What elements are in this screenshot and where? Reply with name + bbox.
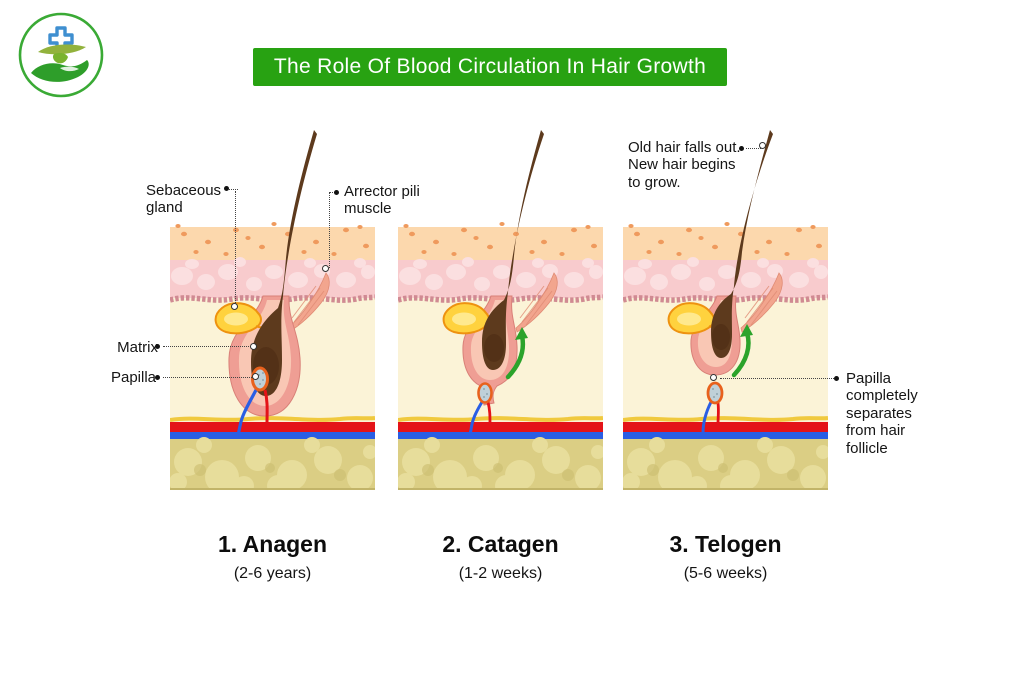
hair-shaft xyxy=(251,130,317,396)
matrix-label: Matrix xyxy=(117,339,158,356)
dot-matrix xyxy=(155,344,160,349)
target-arrector xyxy=(322,265,329,272)
leader-sebaceous xyxy=(235,191,236,305)
phase-duration: (2-6 years) xyxy=(233,565,312,582)
leader-sebaceous-stub xyxy=(229,189,238,190)
hair-shaft xyxy=(482,130,544,370)
phase-name: 1. Anagen xyxy=(217,531,328,557)
dot-sebaceous xyxy=(224,186,229,191)
artery-vessel xyxy=(486,401,492,425)
upward-arrow-head xyxy=(515,327,528,340)
vein-vessel xyxy=(236,387,259,437)
dot-old-hair xyxy=(739,146,744,151)
phase-duration: (5-6 weeks) xyxy=(683,565,768,582)
telogen-illustration xyxy=(623,130,828,490)
upward-arrow-head xyxy=(740,324,753,337)
arrector-pili-label: Arrector pili muscle xyxy=(344,183,420,218)
papilla-separates-label: Papilla completely separates from hair f… xyxy=(846,370,918,457)
upward-arrow xyxy=(505,333,526,380)
leader-papilla xyxy=(163,377,252,378)
catagen-illustration xyxy=(398,130,603,490)
phase-name: 3. Telogen xyxy=(669,531,782,557)
dot-papilla-separates xyxy=(834,376,839,381)
sebaceous-gland-label: Sebaceous gland xyxy=(146,182,222,217)
dot-papilla xyxy=(155,375,160,380)
leader-papilla-separates xyxy=(720,378,834,379)
papilla-label: Papilla xyxy=(110,369,156,386)
papilla-shape xyxy=(706,381,724,405)
target-old-hair xyxy=(759,142,766,149)
vein-vessel xyxy=(701,401,713,434)
phase-name: 2. Catagen xyxy=(442,531,559,557)
dot-arrector xyxy=(334,190,339,195)
leader-arrector xyxy=(329,192,330,268)
anagen-illustration xyxy=(170,130,375,490)
target-matrix xyxy=(250,343,257,350)
vein-vessel xyxy=(468,401,484,437)
target-papilla-separates xyxy=(710,374,717,381)
leader-old-hair xyxy=(746,148,761,149)
hair-shaft xyxy=(711,130,773,358)
old-hair-label: Old hair falls out. New hair begins to g… xyxy=(628,139,741,191)
target-papilla xyxy=(252,373,259,380)
phase-caption-anagen: 1. Anagen (2-6 years) xyxy=(170,531,375,583)
phase-caption-catagen: 2. Catagen (1-2 weeks) xyxy=(398,531,603,583)
title-banner: The Role Of Blood Circulation In Hair Gr… xyxy=(253,48,727,86)
brand-logo-icon xyxy=(18,12,104,98)
page-title: The Role Of Blood Circulation In Hair Gr… xyxy=(273,55,707,78)
artery-vessel xyxy=(263,389,269,424)
upward-arrow xyxy=(731,330,751,378)
target-sebaceous xyxy=(231,303,238,310)
leader-arrector-stub xyxy=(329,192,337,193)
papilla-shape xyxy=(477,382,493,404)
phase-duration: (1-2 weeks) xyxy=(458,565,543,582)
leader-matrix xyxy=(163,346,251,347)
phase-caption-telogen: 3. Telogen (5-6 weeks) xyxy=(623,531,828,583)
